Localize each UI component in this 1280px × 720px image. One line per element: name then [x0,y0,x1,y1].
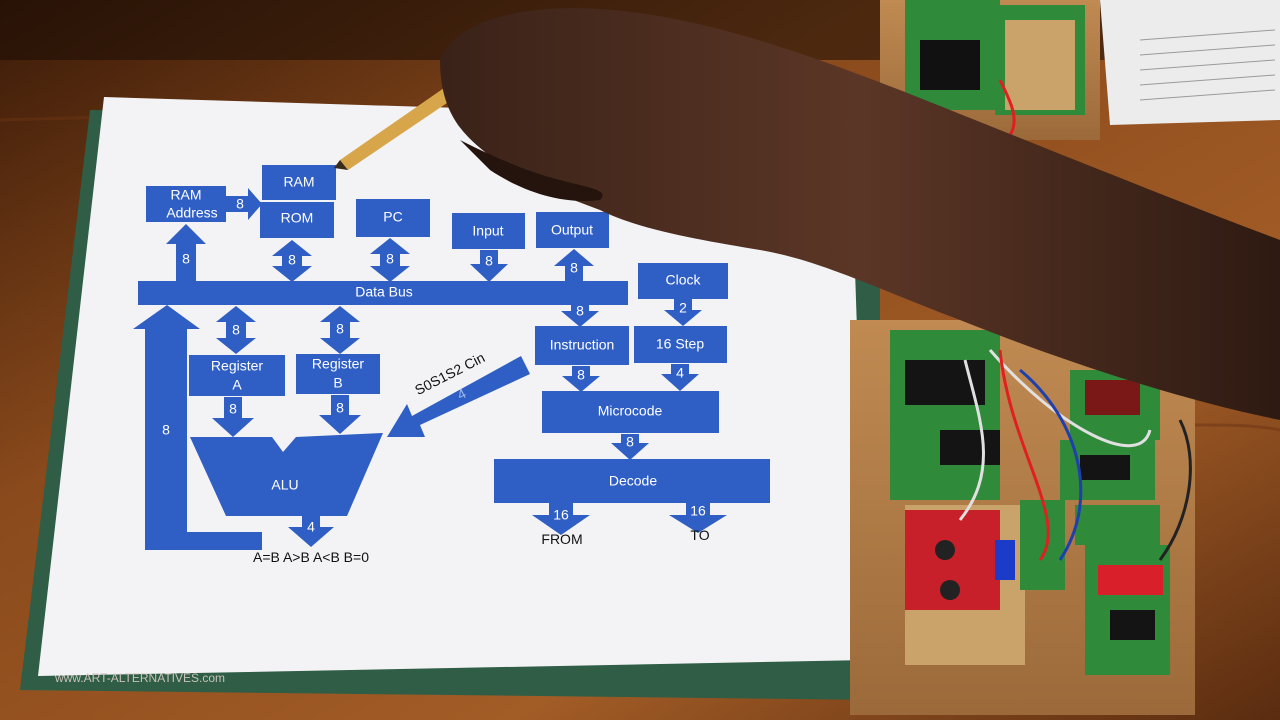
step-counter-block [634,326,727,363]
bus-pc-width: 8 [386,251,394,267]
register-b-to-alu-width: 8 [336,400,344,416]
pc-block [356,199,430,237]
to-label: TO [690,527,709,543]
rom-block [260,202,334,238]
alu-loop-to-bus-arrow [133,305,262,550]
alu-flags-width: 4 [307,519,315,535]
bus-to-instruction-width: 8 [576,303,584,319]
ram-label: RAM [283,174,314,190]
step-to-microcode-width: 4 [676,365,684,381]
block-diagram: RAM Address RAM ROM 8 PC Input Output Cl… [133,165,770,565]
register-a-to-alu-arrow [212,397,254,437]
bus-to-output-arrow [554,249,594,281]
microcode-to-decode-width: 8 [626,434,634,450]
ram-address-label-2: Address [166,205,217,221]
input-block [452,213,525,249]
rom-label: ROM [281,210,314,226]
step-counter-label: 16 Step [656,336,704,352]
bus-register-b-arrow [320,306,360,354]
clock-to-step-width: 2 [679,300,687,316]
from-label: FROM [541,531,582,547]
output-block [536,212,609,248]
register-b-label-1: Register [312,356,364,372]
bus-register-a-arrow [216,306,256,354]
decode-block [494,459,770,503]
instruction-label: Instruction [550,337,615,353]
bus-to-ram-address-width: 8 [182,251,190,267]
register-b-to-alu-arrow [319,395,361,434]
decode-from-arrow [532,503,590,535]
register-a-label-2: A [232,377,242,393]
bus-rom-arrow [272,240,312,282]
step-to-microcode-arrow [661,364,699,391]
input-width: 8 [485,253,493,269]
register-b-block [296,354,380,394]
input-label: Input [472,223,503,239]
instruction-block [535,326,629,365]
breadboard-computer [850,0,1195,715]
decode-label: Decode [609,473,657,489]
alu-control-arrow [387,356,530,437]
ram-block [262,165,336,200]
microcode-to-decode-arrow [611,434,649,460]
register-a-block [189,355,285,396]
register-a-to-alu-width: 8 [229,401,237,417]
decode-to-width: 16 [690,503,706,519]
microcode-block [542,391,719,433]
decode-from-width: 16 [553,507,569,523]
alu-flags-label: A=B A>B A<B B=0 [253,549,369,565]
bus-to-instruction-arrow [561,305,599,327]
alu-flags-arrow [288,516,334,547]
instruction-to-microcode-arrow [562,366,600,392]
data-bus-label: Data Bus [355,284,413,300]
instruction-to-microcode-width: 8 [577,367,585,383]
loop-to-bus-width: 8 [162,422,170,438]
input-to-bus-arrow [470,250,508,282]
alu-label: ALU [271,477,298,493]
clock-label: Clock [665,272,701,288]
bus-rom-width: 8 [288,252,296,268]
data-bus [138,281,628,305]
bus-to-ram-address-arrow [166,224,206,281]
ram-address-to-ram-arrow [226,188,262,220]
pc-label: PC [383,209,402,225]
decode-to-arrow [669,503,727,533]
output-label: Output [551,222,593,238]
ram-address-to-ram-width: 8 [236,196,244,212]
register-a-label-1: Register [211,358,263,374]
watermark-text: www.ART-ALTERNATIVES.com [54,671,225,685]
clock-block [638,263,728,299]
bus-register-a-width: 8 [232,322,240,338]
register-b-label-2: B [333,375,342,391]
hand [440,8,1280,420]
pencil [340,70,478,170]
microcode-label: Microcode [598,403,663,419]
alu-block [190,433,383,516]
bus-pc-arrow [370,238,410,282]
ram-address-label-1: RAM [170,187,201,203]
paper-sheet [38,97,868,676]
datasheet-paper [1100,0,1280,125]
output-width: 8 [570,260,578,276]
ram-address-block [146,186,226,222]
bus-register-b-width: 8 [336,321,344,337]
clock-to-step-arrow [664,299,702,326]
